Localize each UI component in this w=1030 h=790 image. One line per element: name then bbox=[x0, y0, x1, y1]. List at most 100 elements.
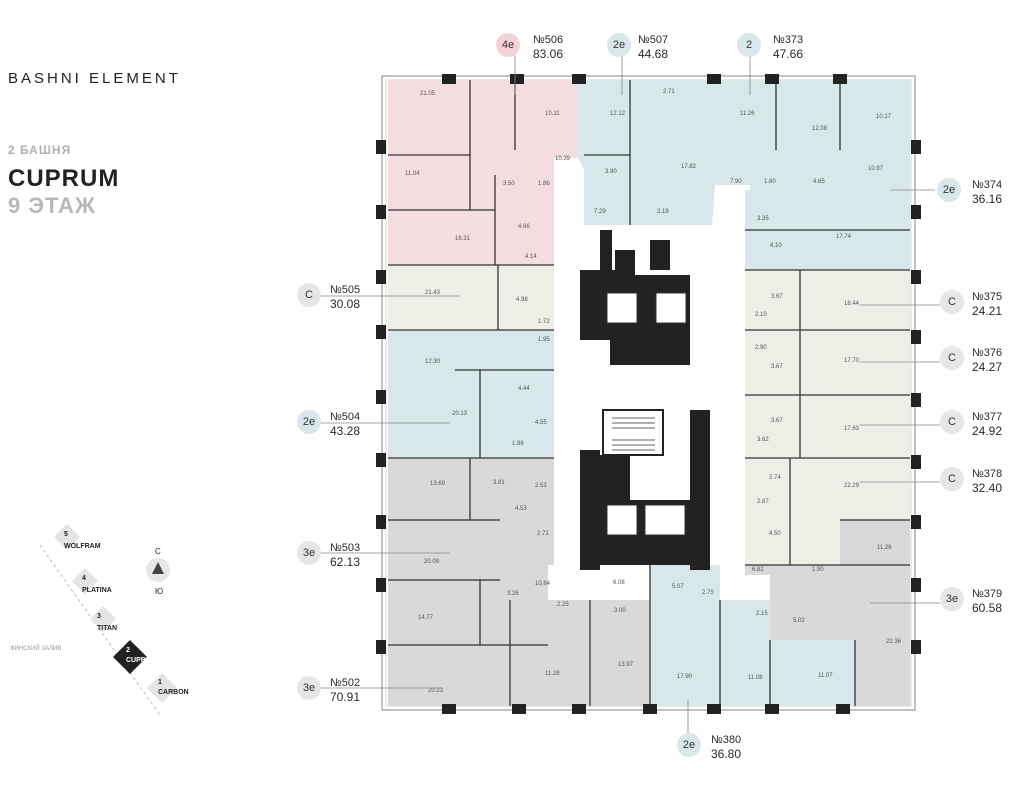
room-area: 17.63 bbox=[844, 426, 860, 432]
room-area: 1.72 bbox=[538, 319, 550, 325]
apartment-503[interactable] bbox=[388, 458, 554, 645]
room-area: 11.28 bbox=[545, 671, 560, 677]
room-area: 11.08 bbox=[748, 675, 763, 681]
room-area: 22.36 bbox=[886, 639, 902, 645]
room-area: 16.31 bbox=[455, 236, 471, 242]
room-area: 18.44 bbox=[844, 301, 860, 307]
apartment-area: 24.21 bbox=[972, 304, 1003, 318]
tower-label: 2 БАШНЯ bbox=[8, 143, 72, 157]
apartment-377[interactable] bbox=[745, 395, 910, 458]
room-area: 13.97 bbox=[618, 662, 634, 668]
apartment-507[interactable] bbox=[578, 80, 715, 225]
apartment-number: №374 bbox=[972, 179, 1003, 191]
room-area: 22.29 bbox=[844, 483, 860, 489]
apartment-376[interactable] bbox=[745, 330, 910, 395]
room-area: 2.25 bbox=[557, 602, 569, 608]
room-area: 14.77 bbox=[418, 615, 434, 621]
room-area: 2.10 bbox=[755, 312, 767, 318]
apartment-380[interactable] bbox=[650, 565, 855, 706]
room-area: 12.08 bbox=[812, 126, 828, 132]
room-area: 11.04 bbox=[405, 171, 420, 177]
apartment-type-badge: 2е bbox=[607, 33, 631, 57]
room-area: 7.90 bbox=[730, 179, 742, 185]
room-area: 2.75 bbox=[702, 590, 714, 596]
room-area: 11.26 bbox=[877, 545, 892, 551]
room-area: 3.67 bbox=[771, 294, 783, 300]
room-area: 2.71 bbox=[663, 89, 675, 95]
room-area: 13.69 bbox=[430, 481, 446, 487]
room-area: 10.84 bbox=[535, 581, 551, 587]
apartment-374[interactable] bbox=[745, 80, 910, 270]
room-area: 1.86 bbox=[538, 181, 550, 187]
room-area: 3.81 bbox=[493, 480, 505, 486]
apartment-506[interactable] bbox=[388, 80, 578, 265]
apartment-type-badge: С bbox=[297, 283, 321, 307]
room-area: 3.67 bbox=[771, 418, 783, 424]
apartment-504[interactable] bbox=[388, 330, 554, 458]
room-area: 20.23 bbox=[428, 688, 444, 694]
room-area: 2.71 bbox=[537, 531, 549, 537]
room-area: 2.19 bbox=[657, 209, 669, 215]
room-area: 3.62 bbox=[757, 437, 769, 443]
room-area: 4.98 bbox=[516, 297, 528, 303]
room-area: 11.07 bbox=[818, 673, 833, 679]
apartment-type-badge: 3е bbox=[297, 676, 321, 700]
room-area: 3.00 bbox=[614, 608, 626, 614]
apartment-379[interactable] bbox=[745, 520, 910, 706]
room-area: 2.90 bbox=[755, 345, 767, 351]
apartment-378[interactable] bbox=[745, 458, 910, 565]
room-area: 2.87 bbox=[757, 499, 769, 505]
tower-name: PLATINA bbox=[82, 587, 112, 594]
apartment-area: 62.13 bbox=[330, 555, 361, 569]
apartment-number: №379 bbox=[972, 588, 1003, 600]
room-area: 4.66 bbox=[518, 224, 530, 230]
room-area: 4.14 bbox=[525, 254, 537, 260]
room-area: 11.26 bbox=[740, 111, 755, 117]
apartment-502[interactable] bbox=[388, 600, 650, 706]
room-area: 5.02 bbox=[793, 618, 805, 624]
room-area: 6.82 bbox=[752, 567, 764, 573]
apartment-area: 44.68 bbox=[638, 47, 669, 61]
room-area: 4.55 bbox=[535, 420, 547, 426]
apartment-505[interactable] bbox=[388, 265, 554, 330]
room-area: 1.60 bbox=[764, 179, 776, 185]
tower-number: 2 bbox=[126, 647, 130, 654]
apartment-373[interactable] bbox=[715, 80, 840, 190]
apartment-type-badge: С bbox=[940, 290, 964, 314]
apartment-type-badge: С bbox=[940, 467, 964, 491]
room-area: 1.90 bbox=[812, 567, 824, 573]
apartment-375[interactable] bbox=[745, 270, 910, 330]
tower-name: CARBON bbox=[158, 689, 189, 696]
bay-label: ФИНСКИЙ ЗАЛИВ bbox=[10, 644, 61, 652]
room-area: 12.30 bbox=[425, 359, 441, 365]
north-arrow-icon bbox=[152, 562, 164, 574]
apartment-number: №504 bbox=[330, 411, 361, 423]
room-area: 10.17 bbox=[876, 114, 892, 120]
room-area: 5.07 bbox=[672, 584, 684, 590]
apartment-number: №502 bbox=[330, 677, 361, 689]
compass-north-label: С bbox=[155, 547, 161, 556]
room-area: 3.26 bbox=[507, 591, 519, 597]
bay-shoreline bbox=[39, 544, 161, 716]
room-area: 17.70 bbox=[844, 358, 860, 364]
tower-number: 4 bbox=[82, 575, 86, 582]
room-area: 4.10 bbox=[770, 243, 782, 249]
room-area: 3.35 bbox=[757, 216, 769, 222]
